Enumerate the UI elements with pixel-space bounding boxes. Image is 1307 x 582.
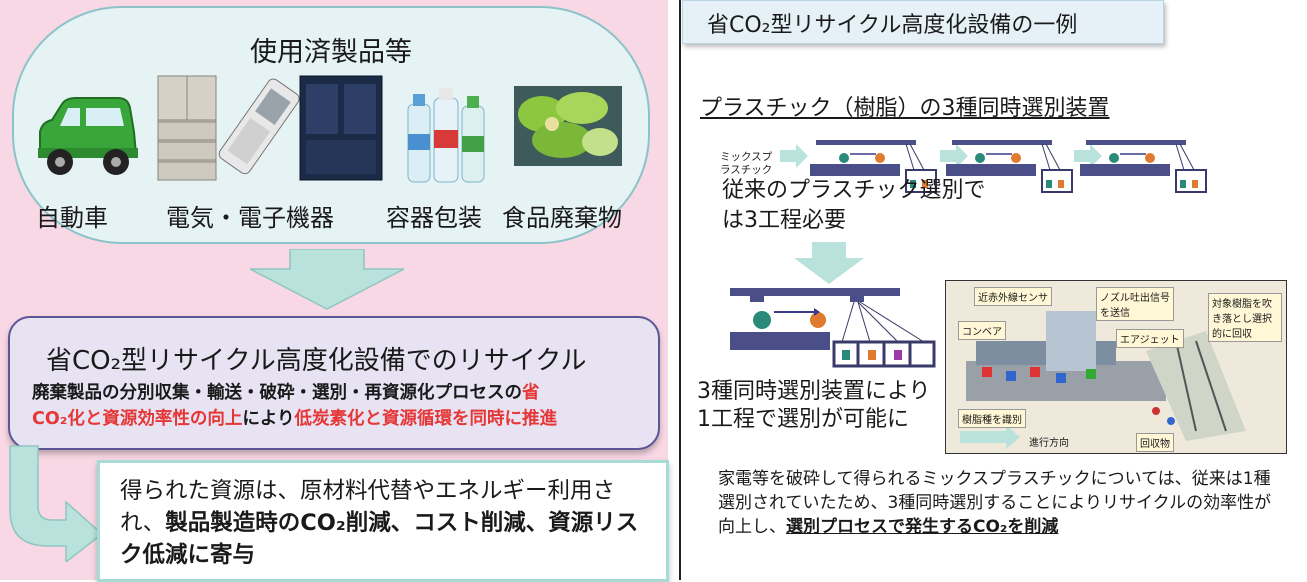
- photo-label-nozzle: ノズル吐出信号を送信: [1096, 287, 1174, 321]
- photo-label-direction: 進行方向: [1029, 438, 1069, 449]
- recycle-text-3: CO₂化と資源効率性の向上: [32, 409, 243, 429]
- recycle-text-4: により: [242, 409, 295, 429]
- recycle-text-2: 省: [522, 383, 540, 403]
- food-waste-icon: [514, 86, 622, 166]
- description-plain: 家電等を破砕して得られるミックスプラスチックについては、従来は1種選別されていた…: [718, 469, 1272, 537]
- mixed-plastic-label: ミックスプ ラスチック: [720, 151, 773, 176]
- photo-label-collector: 回収物: [1136, 433, 1174, 452]
- photo-label-airjet: エアジェット: [1116, 329, 1184, 348]
- example-header-title: 省CO₂型リサイクル高度化設備の一例: [707, 13, 1078, 38]
- photo-label-identify: 樹脂種を識別: [958, 409, 1026, 428]
- recycle-process-description: 廃棄製品の分別収集・輸送・破砕・選別・再資源化プロセスの省 CO₂化と資源効率性…: [32, 380, 652, 432]
- example-header: 省CO₂型リサイクル高度化設備の一例: [682, 0, 1164, 44]
- result-text-plain: 得られた資源は、原材料代替やエネルギー利用され、: [120, 478, 616, 536]
- recycle-text-5: 低炭素化と資源循環を同時に推進: [294, 409, 558, 429]
- recycle-process-box: 省CO₂型リサイクル高度化設備でのリサイクル 廃棄製品の分別収集・輸送・破砕・選…: [8, 316, 660, 450]
- product-label-food-waste: 食品廃棄物: [502, 204, 622, 232]
- plastic-bottles-icon: [407, 88, 485, 183]
- recycle-text-1: 廃棄製品の分別収集・輸送・破砕・選別・再資源化プロセスの: [32, 383, 522, 403]
- simultaneous-sorting-text: 3種同時選別装置により 1工程で選別が可能に: [697, 379, 931, 432]
- photo-label-conveyor: コンベア: [958, 321, 1006, 340]
- description-text: 家電等を破砕して得られるミックスプラスチックについては、従来は1種選別されていた…: [718, 467, 1278, 539]
- used-products-box: 使用済製品等: [12, 6, 650, 244]
- used-products-title: 使用済製品等: [250, 37, 412, 68]
- appliances-icon: [157, 75, 383, 181]
- car-icon: [38, 97, 138, 175]
- sorting-machine-photo: 近赤外線センサ ノズル吐出信号を送信 コンベア エアジェット 対象樹脂を吹き落と…: [945, 280, 1287, 454]
- process-down-arrow-icon: [794, 242, 864, 284]
- product-label-containers: 容器包装: [386, 204, 482, 232]
- down-arrow-icon: [250, 249, 404, 310]
- recycle-process-title: 省CO₂型リサイクル高度化設備でのリサイクル: [46, 346, 587, 376]
- result-text: 得られた資源は、原材料代替やエネルギー利用され、製品製造時のCO₂削減、コスト削…: [120, 475, 660, 571]
- photo-label-target: 対象樹脂を吹き落とし選択的に回収: [1208, 293, 1282, 342]
- simultaneous-sorting-diagram: [730, 288, 936, 368]
- product-label-electronics: 電気・電子機器: [166, 204, 334, 232]
- conventional-sorting-text: 従来のプラスチック選別で は3工程必要: [722, 178, 986, 233]
- photo-label-sensor: 近赤外線センサ: [974, 287, 1052, 306]
- result-text-bold: 製品製造時のCO₂削減、コスト削減、資源リスク低減に寄与: [120, 510, 639, 568]
- sorting-device-title: プラスチック（樹脂）の3種同時選別装置: [700, 96, 1110, 121]
- curved-arrow-icon: [9, 445, 104, 562]
- panel-divider: [679, 0, 681, 580]
- product-label-car: 自動車: [36, 204, 108, 232]
- result-box: 得られた資源は、原材料代替やエネルギー利用され、製品製造時のCO₂削減、コスト削…: [97, 460, 669, 582]
- conventional-process-diagram: [780, 139, 1207, 193]
- description-emphasis: 選別プロセスで発生するCO₂を削減: [786, 517, 1059, 537]
